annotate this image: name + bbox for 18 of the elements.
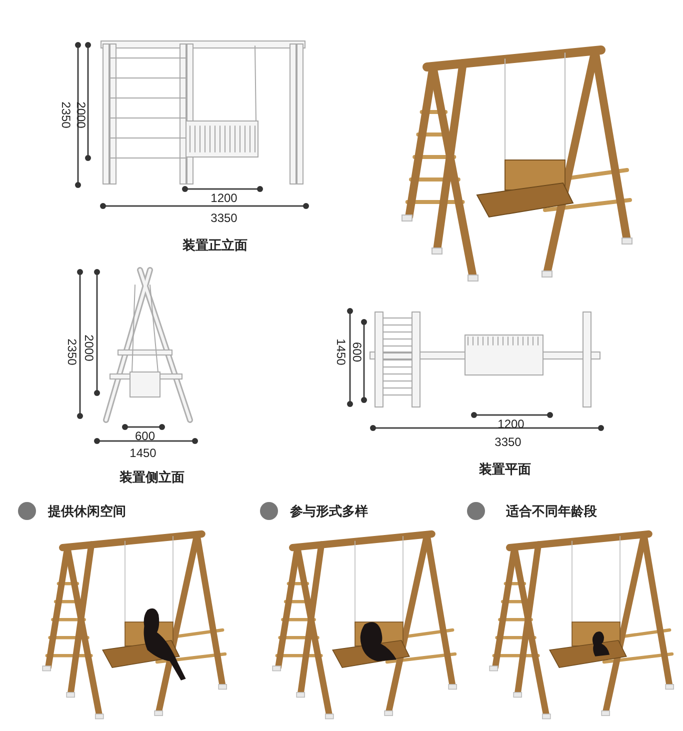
dimension-label: 2000 <box>83 334 95 362</box>
dimension-label: 1450 <box>335 338 347 366</box>
feature-heading: 参与形式多样 <box>290 504 368 518</box>
feature-heading: 适合不同年龄段 <box>506 504 597 518</box>
view-caption: 装置侧立面 <box>120 470 184 484</box>
dimension-label: 1200 <box>498 418 524 430</box>
dimension-label: 3350 <box>210 212 238 224</box>
dimension-label: 600 <box>134 430 156 442</box>
dimension-label: 1450 <box>130 447 156 459</box>
view-caption: 装置正立面 <box>182 238 248 252</box>
dimension-label: 600 <box>351 342 363 362</box>
dimension-label: 3350 <box>494 436 522 448</box>
dimension-label: 2350 <box>60 102 72 128</box>
dimension-label: 2000 <box>75 102 87 128</box>
dimension-label: 1200 <box>210 192 238 204</box>
dimension-label: 2350 <box>66 338 78 366</box>
view-caption: 装置平面 <box>479 462 531 476</box>
feature-heading: 提供休闲空间 <box>48 504 126 518</box>
